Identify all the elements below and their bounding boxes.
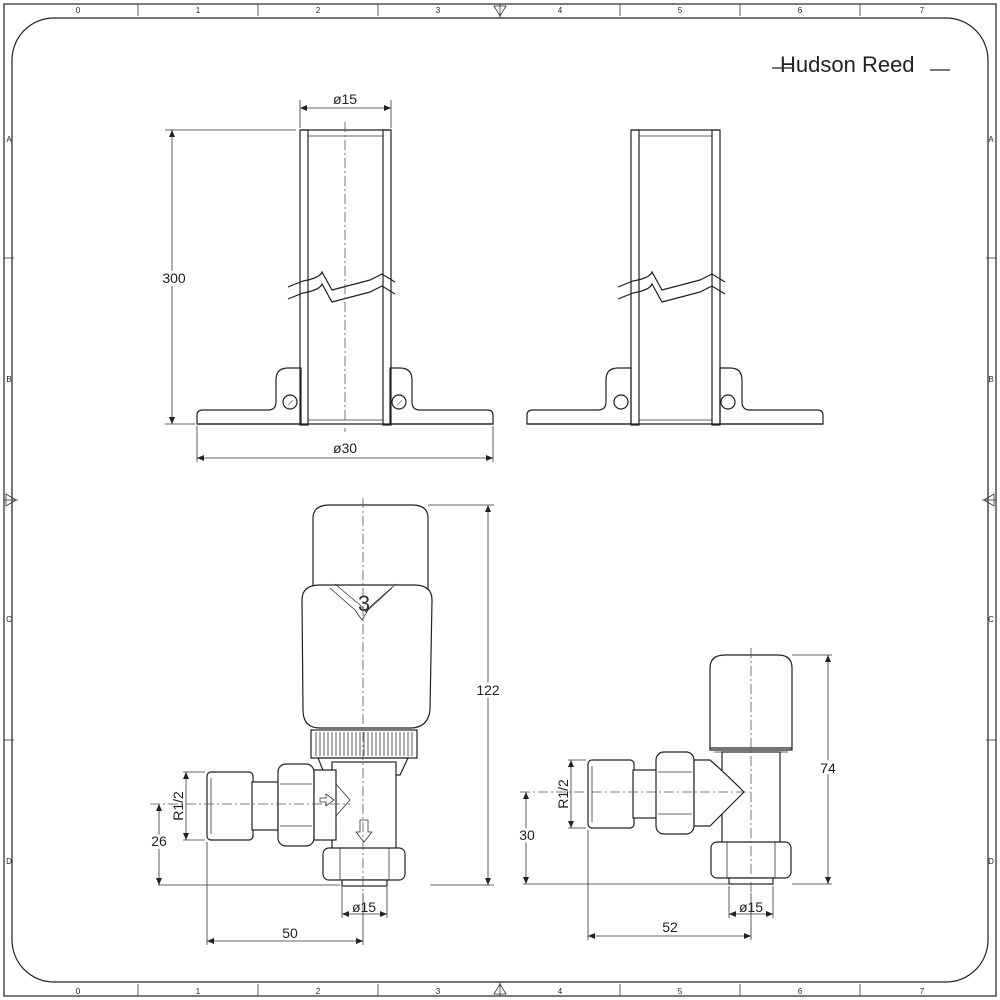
valve-right-thread-label: R1/2 [555,779,571,809]
brand-name: Hudson Reed [780,52,915,77]
thermostatic-valve-view: 3 122 R1/2 [148,498,503,945]
row-ref-b-right: B [988,375,993,384]
valve-left-outlet-label: ø15 [352,899,376,915]
valve-left-height-label: 122 [476,682,500,698]
col-ref-4: 4 [558,6,563,15]
row-ref-c-right: C [988,615,994,624]
row-ref-d: D [6,857,12,866]
pipe-view-right [526,129,824,426]
row-ref-a-right: A [988,135,994,144]
row-ref-d-right: D [988,857,994,866]
valve-left-width-label: 50 [282,925,298,941]
drawing-frame: 0 1 2 3 4 5 6 7 0 1 2 3 4 5 6 7 A B C D … [3,3,997,997]
col-ref-2-bottom: 2 [316,987,321,996]
valve-left-inlet-height-label: 26 [151,833,167,849]
col-ref-1-bottom: 1 [196,987,201,996]
valve-right-inlet-height-label: 30 [519,827,535,843]
pipe-view-left: ø15 300 ø30 [159,91,494,462]
valve-left-thread-label: R1/2 [170,791,186,821]
head-number-label: 3 [358,591,370,616]
col-ref-7: 7 [920,6,925,15]
col-ref-4-bottom: 4 [558,987,563,996]
pipe-length-label: 300 [162,270,186,286]
row-ref-c: C [6,615,12,624]
col-ref-6-bottom: 6 [798,987,803,996]
col-ref-0: 0 [76,6,81,15]
valve-right-width-label: 52 [662,919,678,935]
row-ref-b: B [6,375,11,384]
manual-valve-view: 74 R1/2 30 ø15 52 [516,648,839,940]
col-ref-3: 3 [436,6,441,15]
col-ref-3-bottom: 3 [436,987,441,996]
col-ref-6: 6 [798,6,803,15]
valve-right-height-label: 74 [820,760,836,776]
row-ref-a: A [6,135,12,144]
col-ref-5-bottom: 5 [678,987,683,996]
col-ref-2: 2 [316,6,321,15]
col-ref-7-bottom: 7 [920,987,925,996]
pipe-diameter-base-label: ø30 [333,440,357,456]
pipe-diameter-top-label: ø15 [333,91,357,107]
brand-logo: Hudson Reed [772,52,950,77]
col-ref-1: 1 [196,6,201,15]
col-ref-0-bottom: 0 [76,987,81,996]
col-ref-5: 5 [678,6,683,15]
